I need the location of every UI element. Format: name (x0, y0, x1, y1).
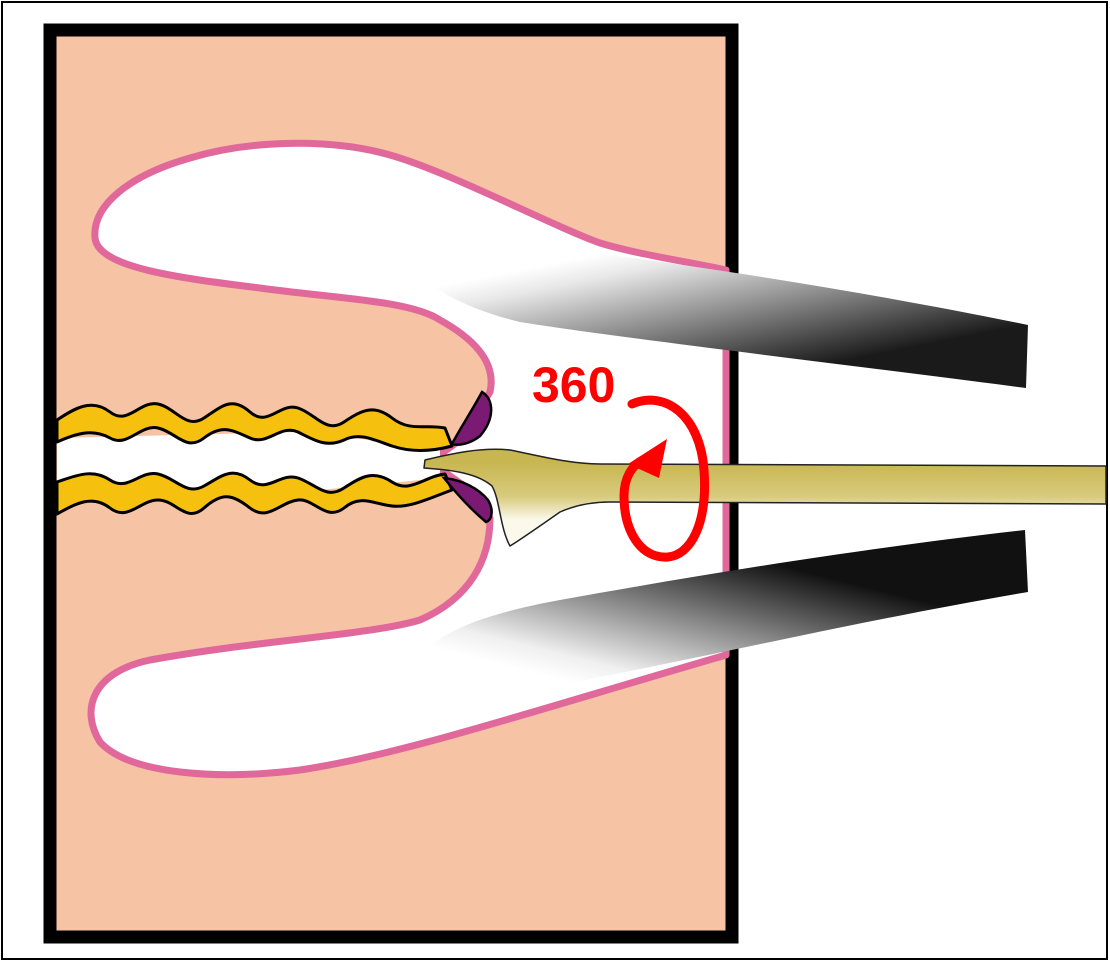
rotation-label: 360 (532, 357, 615, 413)
